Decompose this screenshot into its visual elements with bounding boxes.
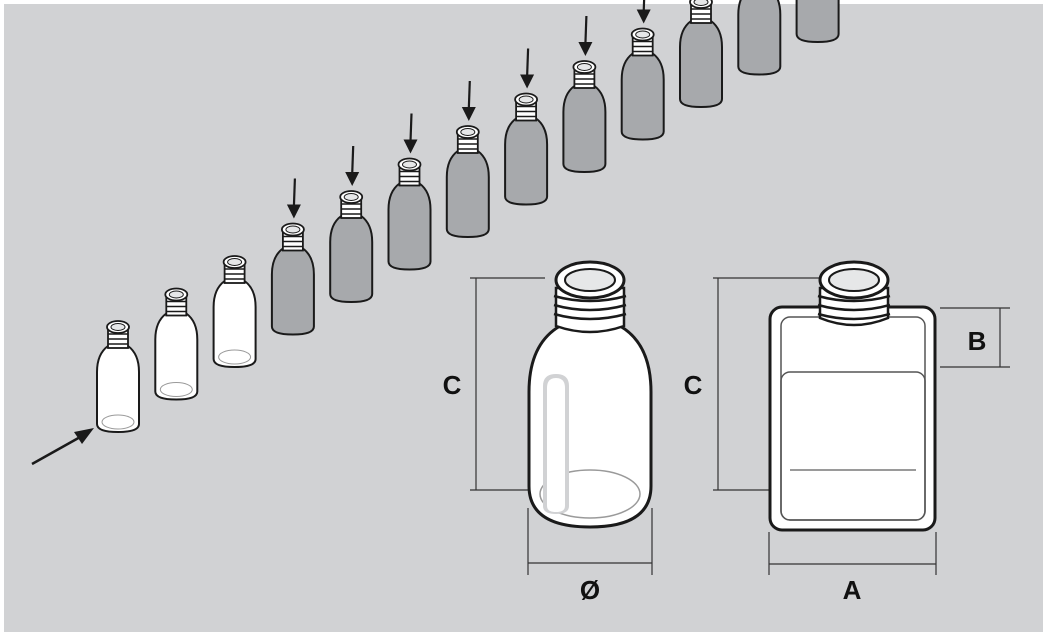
width-label: A [843, 575, 862, 605]
filled-bottle [270, 222, 315, 336]
filled-bottle [445, 125, 490, 239]
bottle-production-line [96, 0, 840, 434]
fill-arrow [520, 48, 535, 89]
filled-bottle [562, 60, 607, 174]
filled-bottle [620, 27, 665, 141]
fill-arrow [578, 15, 593, 56]
filled-bottle [329, 190, 374, 304]
incoming-arrow [31, 428, 94, 466]
filled-bottle [737, 0, 782, 76]
fill-arrow [345, 145, 360, 186]
empty-bottle [212, 255, 257, 369]
empty-bottle [96, 320, 140, 434]
filled-bottle [387, 157, 432, 271]
round-bottle-detail: C Ø [443, 260, 653, 605]
filled-bottle [679, 0, 723, 109]
filled-bottle [504, 92, 549, 206]
fill-arrow [636, 0, 651, 24]
filled-bottle [795, 0, 840, 44]
empty-bottle [154, 287, 199, 401]
square-bottle-height-label: C [684, 370, 703, 400]
fill-arrow [403, 113, 418, 154]
round-bottle-height-label: C [443, 370, 462, 400]
fill-arrow [461, 80, 476, 121]
diameter-label: Ø [580, 575, 600, 605]
shoulder-label: B [968, 326, 987, 356]
fill-arrow [286, 178, 301, 219]
square-bottle-detail: C B A [684, 260, 1010, 605]
